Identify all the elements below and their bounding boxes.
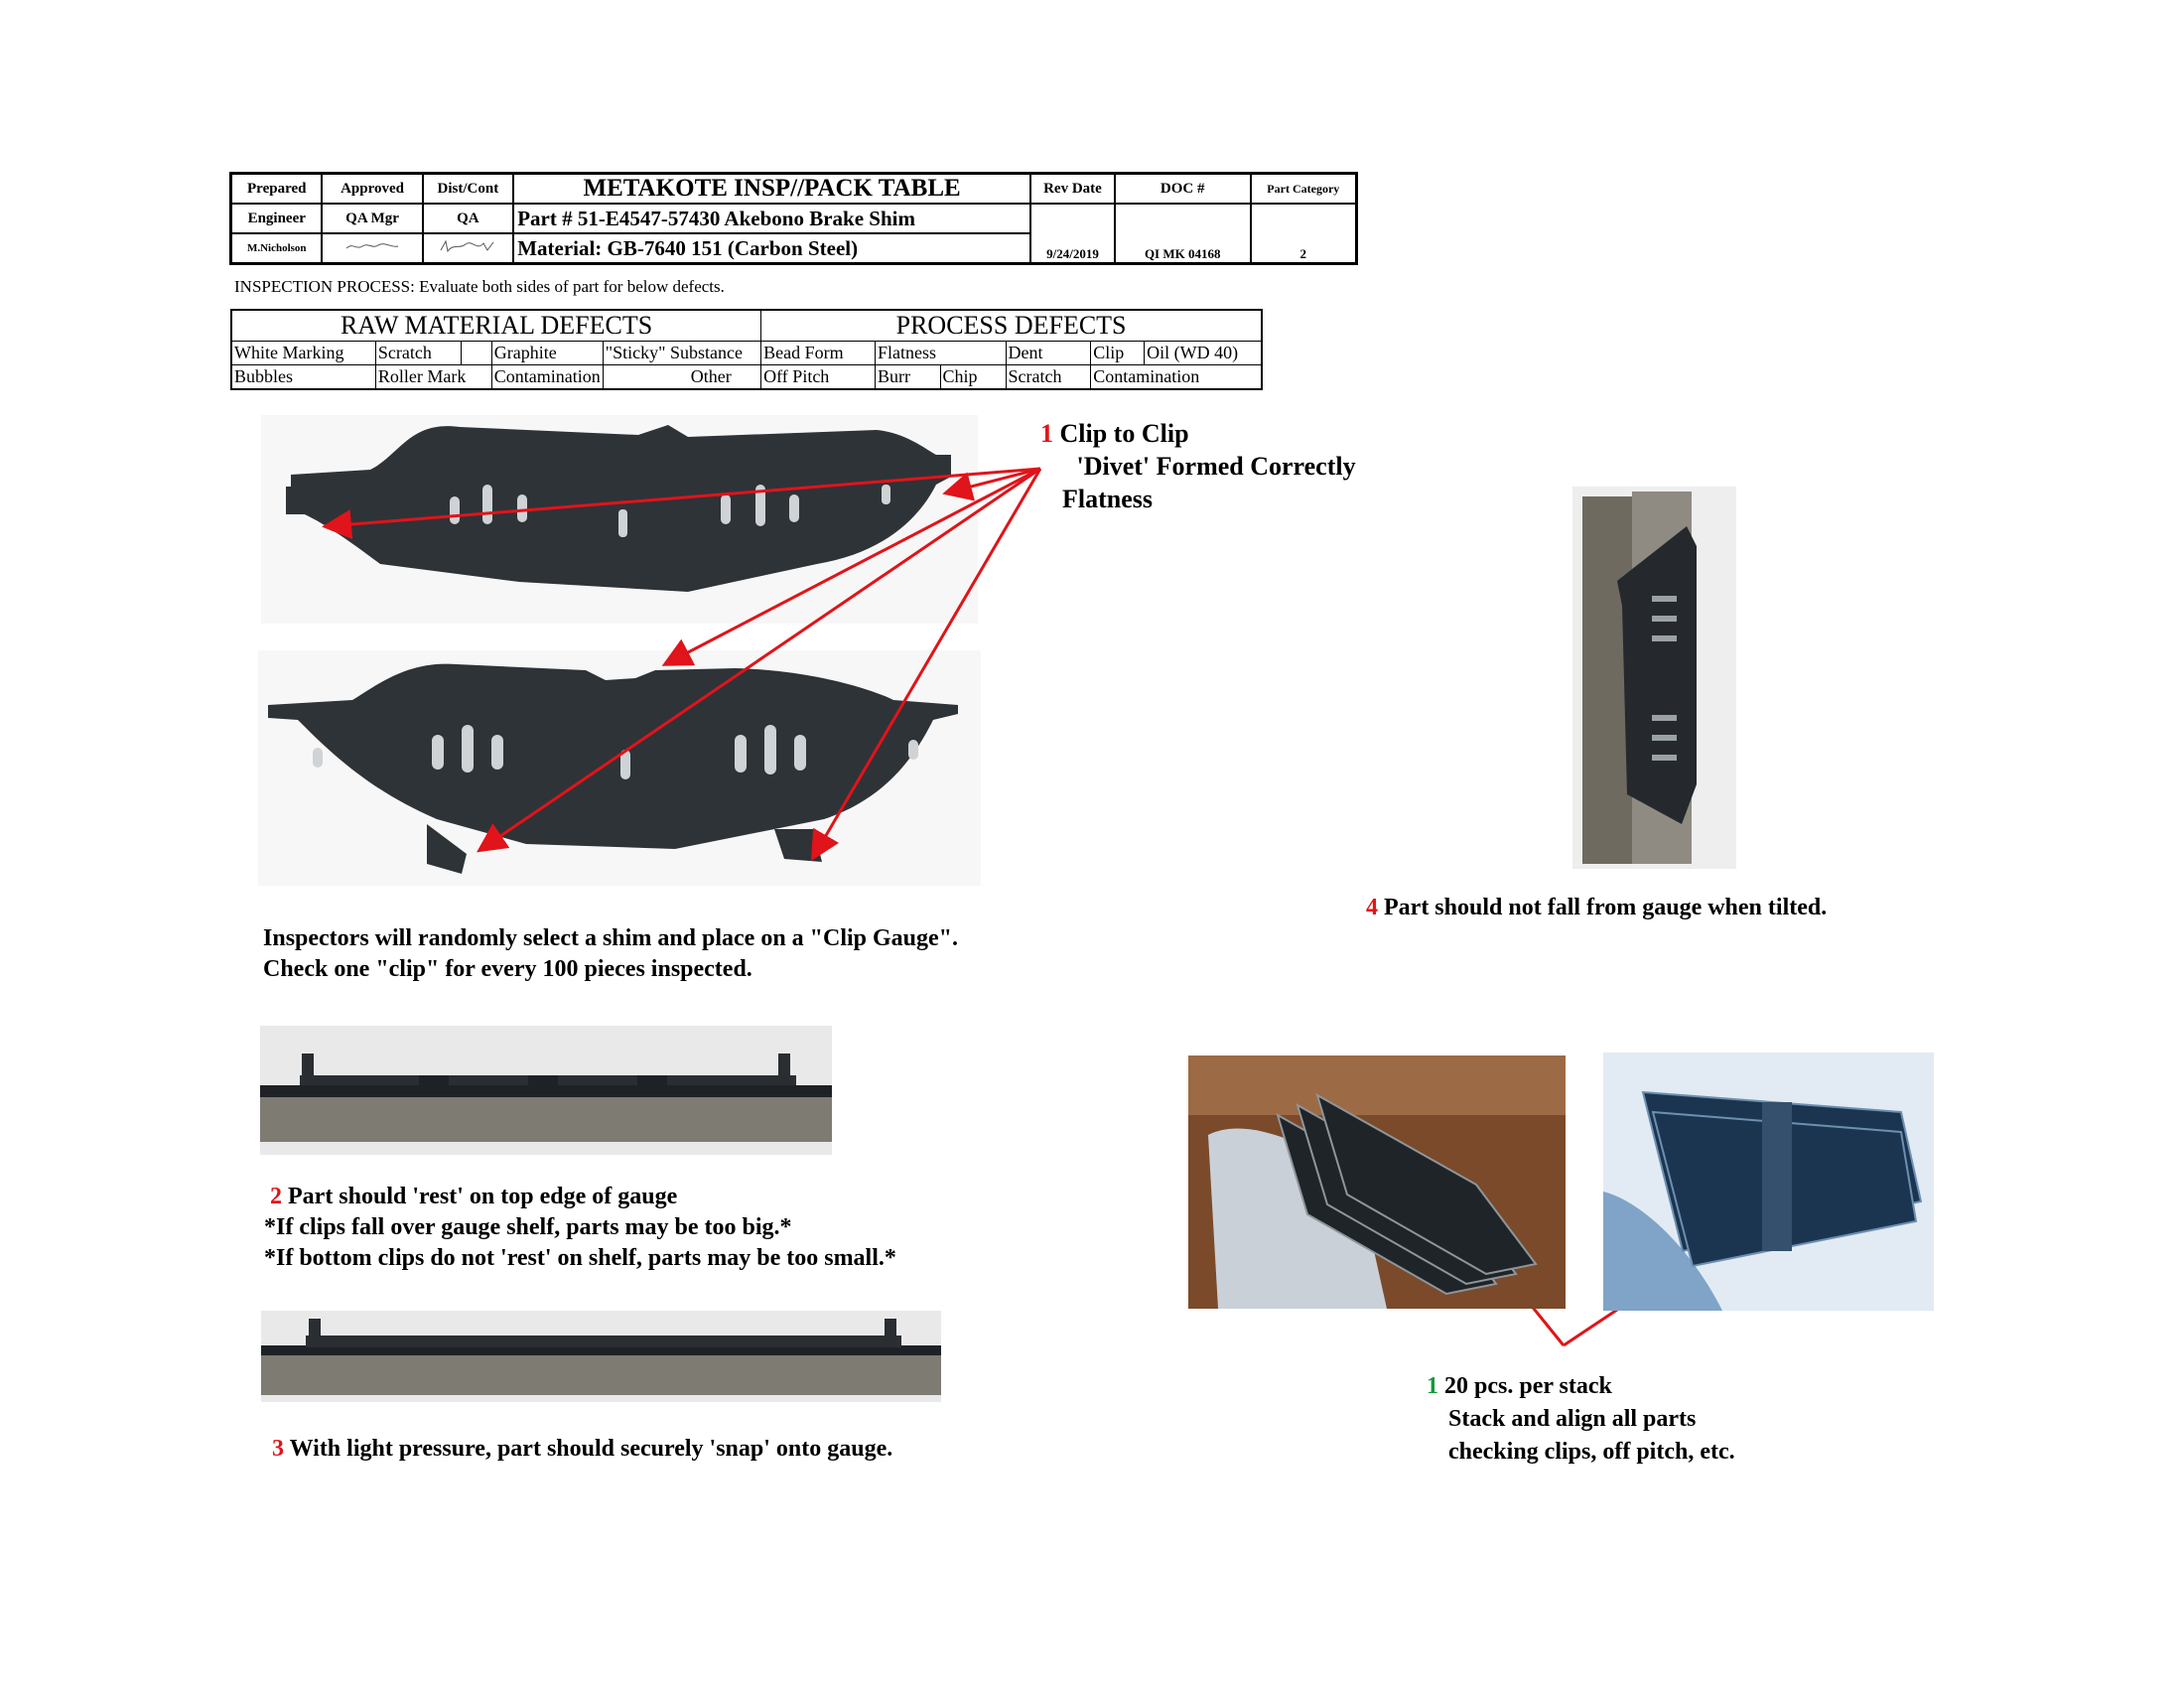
defect-cell: White Marking <box>230 341 376 365</box>
header-table: Prepared Approved Dist/Cont METAKOTE INS… <box>229 172 1358 265</box>
note-3: 3 With light pressure, part should secur… <box>272 1433 892 1466</box>
dist-signature <box>421 232 515 265</box>
note-number: 2 <box>270 1184 282 1209</box>
shim-photo-front <box>261 415 978 624</box>
gauge-snap-photo <box>261 1311 941 1402</box>
defect-cell: Graphite <box>490 341 604 365</box>
gauge-rest-photo <box>260 1026 832 1155</box>
approved-role: QA Mgr <box>321 203 424 234</box>
note-text: Part should 'rest' on top edge of gauge <box>288 1184 678 1209</box>
part-number: Part # 51-E4547-57430 Akebono Brake Shim <box>512 203 1032 234</box>
instruction-line: Inspectors will randomly select a shim a… <box>263 925 959 951</box>
note-number: 3 <box>272 1436 284 1462</box>
note-text: Flatness <box>1062 485 1153 513</box>
prepared-name: M.Nicholson <box>229 232 324 265</box>
note-text: Part should not fall from gauge when til… <box>1384 895 1828 920</box>
defect-cell: Other <box>602 364 762 390</box>
note-number: 1 <box>1427 1373 1438 1399</box>
signature-image <box>440 239 494 252</box>
note-2: 2 Part should 'rest' on top edge of gaug… <box>264 1182 896 1274</box>
part-category: 2 <box>1249 203 1358 265</box>
prepared-role: Engineer <box>229 203 324 234</box>
stack-photo-right <box>1603 1053 1934 1311</box>
instruction-line: Check one "clip" for every 100 pieces in… <box>263 956 752 982</box>
rev-date-label: Rev Date <box>1029 172 1116 205</box>
doc-number: QI MK 04168 <box>1113 203 1252 265</box>
defect-cell: Off Pitch <box>760 364 876 390</box>
defect-cell: Roller Mark <box>374 364 492 390</box>
defect-cell: Contamination <box>1090 364 1263 390</box>
material: Material: GB-7640 151 (Carbon Steel) <box>512 232 1032 265</box>
note-subtext: *If bottom clips do not 'rest' on shelf,… <box>264 1245 896 1271</box>
note-subtext: *If clips fall over gauge shelf, parts m… <box>264 1214 792 1240</box>
raw-material-title: RAW MATERIAL DEFECTS <box>230 309 762 342</box>
defect-cell: Dent <box>1005 341 1092 365</box>
note-text: Stack and align all parts <box>1448 1406 1697 1432</box>
note-text: Clip to Clip <box>1059 419 1189 448</box>
rev-date: 9/24/2019 <box>1029 203 1116 265</box>
inspector-instructions: Inspectors will randomly select a shim a… <box>263 923 958 985</box>
stack-note: 1 20 pcs. per stack Stack and align all … <box>1427 1370 1735 1469</box>
defect-cell: Scratch <box>374 341 462 365</box>
approved-signature <box>321 232 424 265</box>
defect-cell: Bubbles <box>230 364 376 390</box>
stack-photo-left <box>1188 1055 1566 1309</box>
defect-cell: Flatness <box>875 341 1007 365</box>
approved-label: Approved <box>321 172 424 205</box>
defects-table: RAW MATERIAL DEFECTS PROCESS DEFECTS Whi… <box>230 309 1263 390</box>
note-number: 1 <box>1040 419 1053 448</box>
inspection-process: INSPECTION PROCESS: Evaluate both sides … <box>234 277 725 296</box>
tilted-gauge-photo <box>1572 487 1736 869</box>
defect-cell: "Sticky" Substance <box>602 341 762 365</box>
defect-cell: Bead Form <box>760 341 876 365</box>
process-defects-title: PROCESS DEFECTS <box>760 309 1263 342</box>
defect-cell: Clip <box>1090 341 1146 365</box>
signature-image <box>345 242 399 248</box>
defect-cell: Oil (WD 40) <box>1144 341 1263 365</box>
note-text: checking clips, off pitch, etc. <box>1448 1439 1735 1465</box>
note-number: 4 <box>1366 895 1378 920</box>
defect-cell: Contamination <box>490 364 604 390</box>
note-text: 'Divet' Formed Correctly <box>1070 452 1356 481</box>
note-text: 20 pcs. per stack <box>1444 1373 1612 1399</box>
dist-label: Dist/Cont <box>421 172 515 205</box>
defect-cell: Chip <box>939 364 1007 390</box>
note-1: 1 Clip to Clip 'Divet' Formed Correctly … <box>1040 417 1356 515</box>
note-text: With light pressure, part should securel… <box>289 1436 893 1462</box>
defect-cell: Scratch <box>1005 364 1092 390</box>
shim-photo-back <box>258 650 981 886</box>
dist-role: QA <box>421 203 515 234</box>
note-4: 4 Part should not fall from gauge when t… <box>1366 892 1827 924</box>
